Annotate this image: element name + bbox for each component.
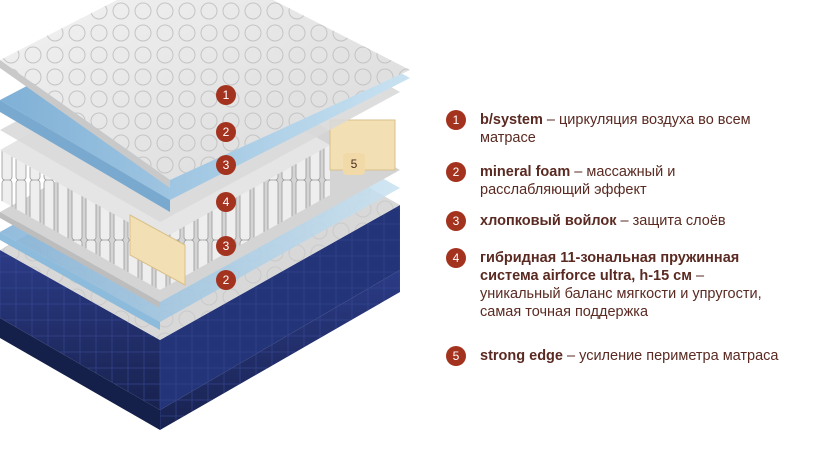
legend-desc: – массажный и расслабляющий эффект bbox=[480, 164, 676, 198]
legend-item-3: 3 хлопковый войлок – защита слоёв bbox=[446, 211, 780, 231]
legend-term: b/system bbox=[480, 112, 543, 128]
legend-badge: 5 bbox=[446, 346, 466, 366]
legend-item-5: 5 strong edge – усиление периметра матра… bbox=[446, 346, 780, 366]
legend-desc: – циркуляция воздуха во всем матрасе bbox=[480, 112, 751, 146]
legend: 1 b/system – циркуляция воздуха во всем … bbox=[446, 0, 806, 461]
legend-item-2: 2 mineral foam – массажный и расслабляющ… bbox=[446, 162, 780, 199]
marker-5-on-image: 5 bbox=[343, 153, 365, 175]
legend-badge: 2 bbox=[446, 162, 466, 182]
legend-item-1: 1 b/system – циркуляция воздуха во всем … bbox=[446, 110, 780, 147]
marker-3-on-image: 3 bbox=[216, 155, 236, 175]
legend-term: гибридная 11-зональная пружинная система… bbox=[480, 250, 740, 284]
marker-2b-on-image: 2 bbox=[216, 270, 236, 290]
marker-3b-on-image: 3 bbox=[216, 236, 236, 256]
legend-text: гибридная 11-зональная пружинная система… bbox=[480, 249, 780, 321]
legend-desc: – защита слоёв bbox=[616, 213, 726, 229]
legend-text: хлопковый войлок – защита слоёв bbox=[480, 212, 780, 230]
legend-item-4: 4 гибридная 11-зональная пружинная систе… bbox=[446, 248, 780, 321]
legend-text: b/system – циркуляция воздуха во всем ма… bbox=[480, 111, 780, 147]
legend-badge: 4 bbox=[446, 248, 466, 268]
legend-badge: 1 bbox=[446, 110, 466, 130]
legend-term: strong edge bbox=[480, 348, 563, 364]
legend-desc: – усиление периметра матраса bbox=[562, 348, 779, 364]
legend-term: mineral foam bbox=[480, 164, 571, 180]
legend-desc: – уникальный баланс мягкости и упругости… bbox=[480, 268, 762, 320]
mattress-layers-illustration bbox=[0, 0, 410, 430]
top-quilted-layer bbox=[0, 0, 410, 188]
legend-text: strong edge – усиление периметра матраса bbox=[480, 347, 780, 365]
marker-4-on-image: 4 bbox=[216, 192, 236, 212]
marker-1-on-image: 1 bbox=[216, 85, 236, 105]
legend-term: хлопковый войлок bbox=[480, 213, 617, 229]
legend-badge: 3 bbox=[446, 211, 466, 231]
legend-text: mineral foam – массажный и расслабляющий… bbox=[480, 163, 780, 199]
marker-2-on-image: 2 bbox=[216, 122, 236, 142]
